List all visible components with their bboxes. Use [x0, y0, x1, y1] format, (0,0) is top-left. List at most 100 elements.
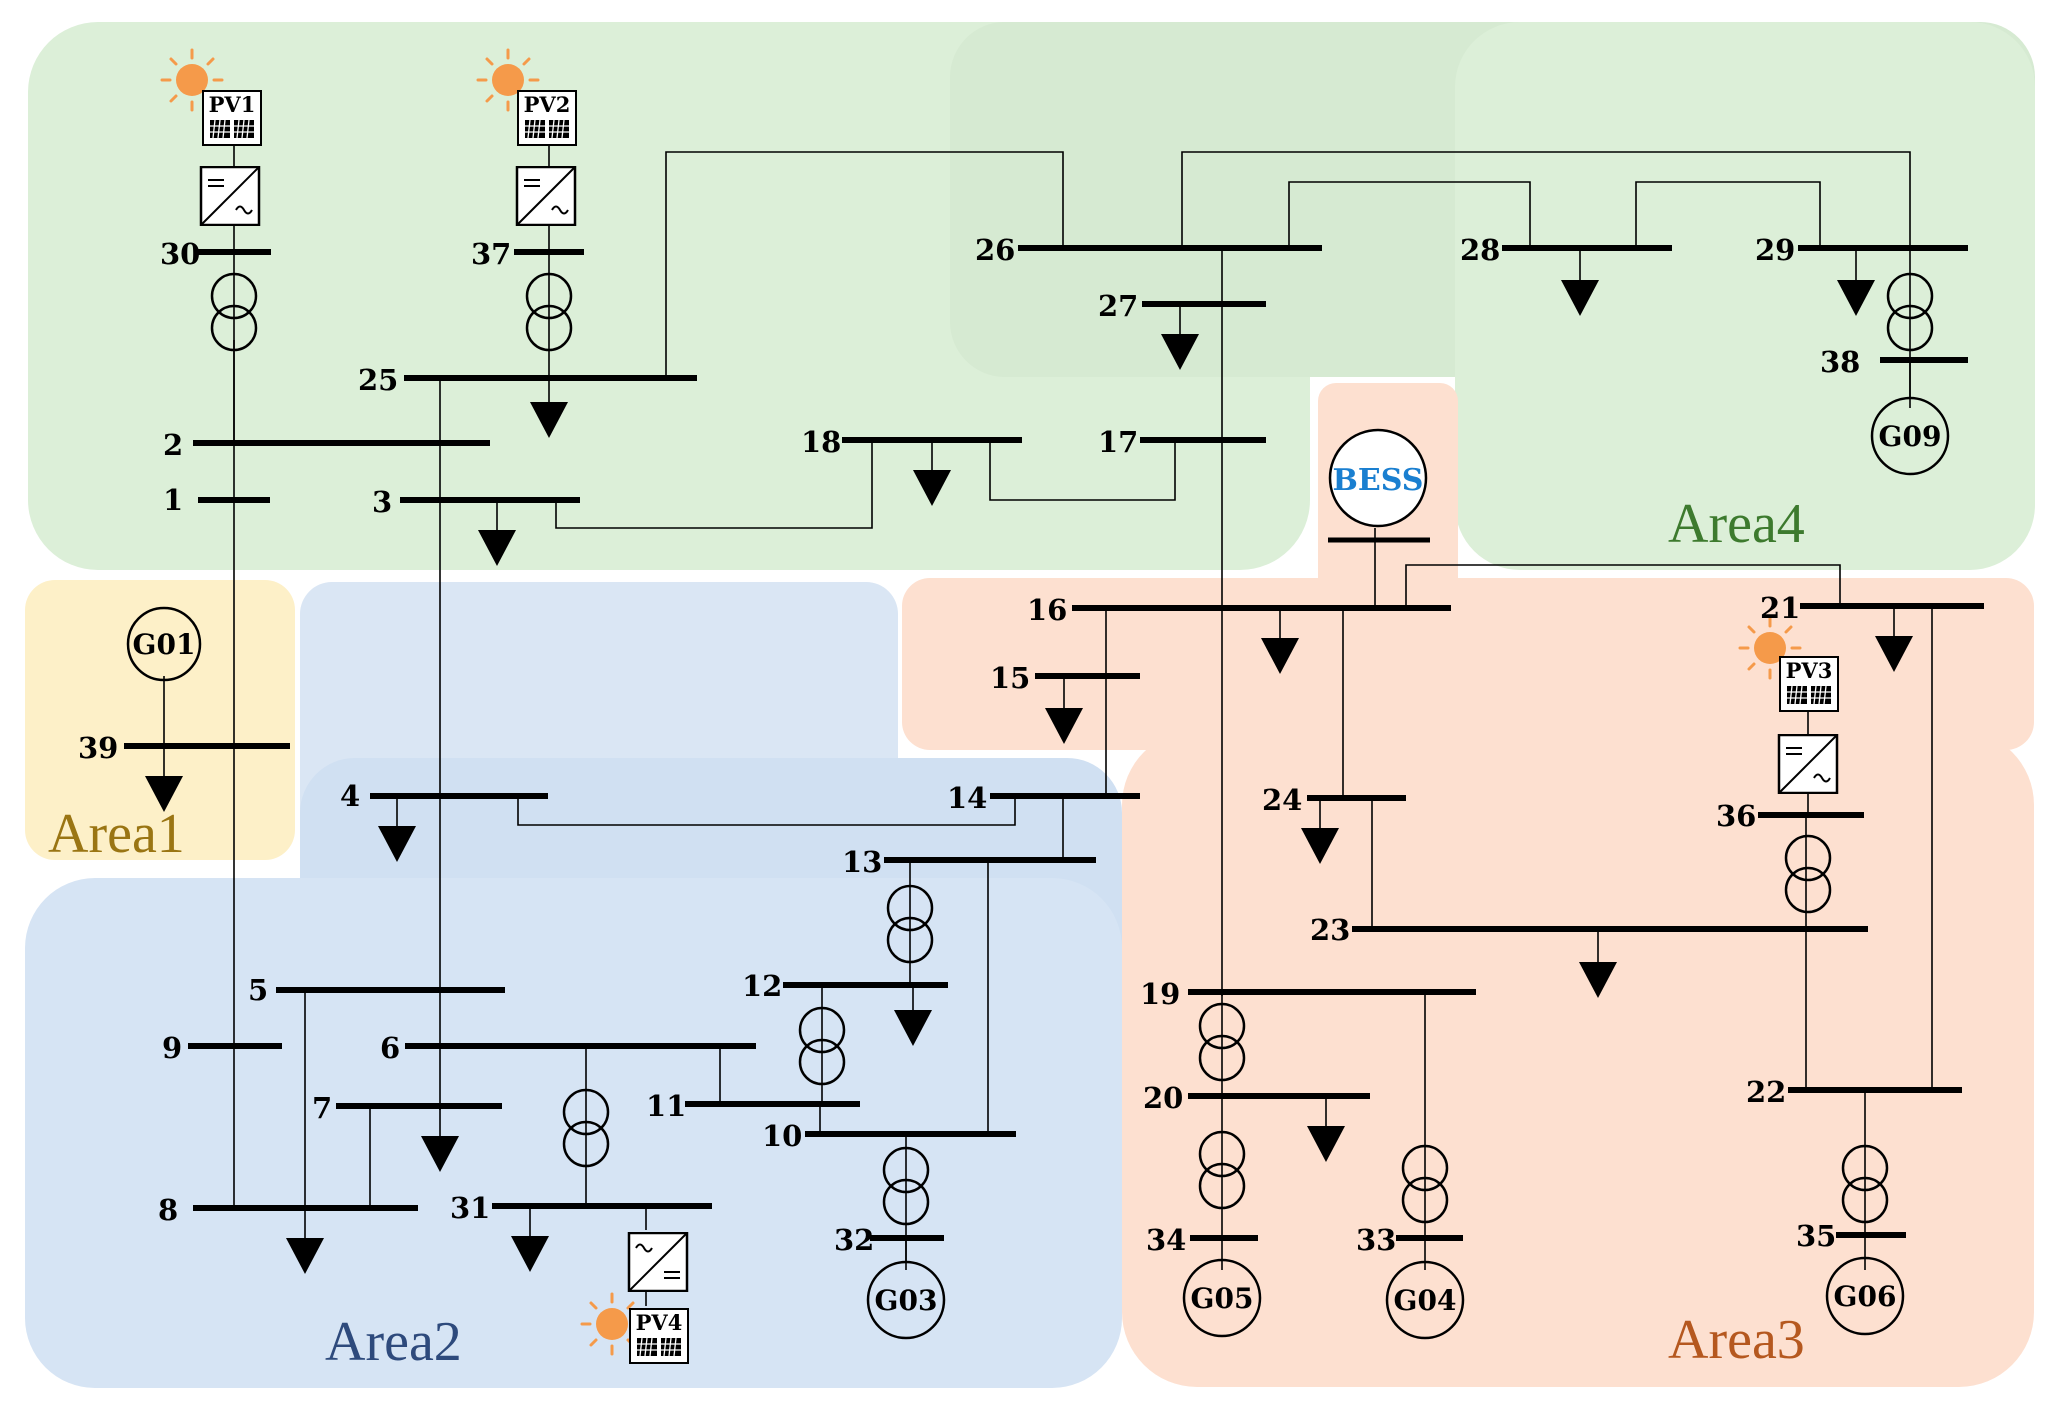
- load-icon: [530, 378, 568, 438]
- generator-label: G06: [1834, 1280, 1897, 1313]
- bus-label: 22: [1746, 1075, 1786, 1109]
- load-icon: [145, 746, 183, 812]
- bus-labels: 1 2 3 4 5 6 7 8 9 10 11 12 13 14 15 16 1…: [78, 233, 1860, 1257]
- transformer-icon: [1841, 1144, 1889, 1224]
- bus-label: 6: [380, 1031, 400, 1065]
- bus-label: 31: [450, 1191, 490, 1225]
- load-icon: [1561, 248, 1599, 316]
- bess-unit: BESS: [1328, 428, 1428, 528]
- generator-g06: G06: [1825, 1256, 1905, 1336]
- bus-label: 33: [1356, 1223, 1396, 1257]
- load-icon: [1161, 304, 1199, 370]
- transformer-icon: [798, 1006, 846, 1086]
- area-labels: Area1 Area2 Area3 Area4: [48, 493, 1805, 1373]
- busbars: [124, 245, 1984, 1241]
- bus-label: 7: [312, 1091, 332, 1125]
- area4-label: Area4: [1668, 493, 1805, 555]
- bus-label: 29: [1755, 233, 1795, 267]
- pv-label: PV4: [636, 1310, 683, 1335]
- bus-label: 20: [1143, 1081, 1183, 1115]
- load-icon: [1579, 929, 1617, 998]
- area3-label: Area3: [1668, 1309, 1805, 1371]
- pv-label: PV3: [1786, 658, 1833, 683]
- area1-region: [25, 580, 295, 860]
- area4-region: [28, 22, 2035, 570]
- transformer-icon: [886, 884, 934, 964]
- inverter-icon: [199, 166, 261, 226]
- bus-label: 9: [162, 1031, 182, 1065]
- generator-label: G09: [1879, 420, 1942, 453]
- bus-label: 10: [762, 1119, 802, 1153]
- bus-label: 1: [163, 483, 183, 517]
- transmission-lines: [163, 145, 1933, 1306]
- load-icon: [478, 500, 516, 566]
- generator-g09: G09: [1870, 360, 1950, 476]
- inverter-icon: [515, 166, 577, 226]
- load-icon: [1301, 798, 1339, 864]
- generator-label: G05: [1191, 1282, 1254, 1315]
- pv4-unit: PV4: [580, 1232, 690, 1364]
- bus-label: 11: [646, 1089, 686, 1123]
- bus-label: 14: [947, 781, 987, 815]
- load-icon: [1837, 248, 1875, 316]
- transformer-icon: [1198, 1130, 1246, 1210]
- generator-label: G04: [1394, 1284, 1457, 1317]
- loads: [145, 248, 1913, 1274]
- generator-label: G03: [875, 1284, 938, 1317]
- transformer-icon: [525, 272, 573, 352]
- bus-label: 5: [248, 973, 268, 1007]
- load-icon: [378, 796, 416, 862]
- bus-label: 27: [1098, 289, 1138, 323]
- generator-g01: G01: [126, 606, 202, 682]
- area1-label: Area1: [48, 803, 185, 865]
- load-icon: [1307, 1096, 1345, 1162]
- generator-g03: G03: [866, 1238, 946, 1340]
- bus-label: 23: [1310, 913, 1350, 947]
- transformer-icon: [1401, 1144, 1449, 1224]
- bus-label: 34: [1146, 1223, 1186, 1257]
- bus-label: 28: [1460, 233, 1500, 267]
- bus-label: 17: [1098, 425, 1138, 459]
- transformer-icon: [210, 272, 258, 352]
- bus-label: 4: [340, 779, 360, 813]
- load-icon: [421, 1106, 459, 1172]
- bus-label: 12: [742, 969, 782, 1003]
- generators: G01 G03 G04 G05 G06 G09: [126, 360, 1950, 1340]
- bus-label: 18: [801, 425, 841, 459]
- inverter-icon: [1777, 734, 1839, 794]
- inverter-icon: [627, 1232, 689, 1292]
- generator-g05: G05: [1182, 1258, 1262, 1338]
- load-icon: [894, 985, 932, 1046]
- load-icon: [1045, 676, 1083, 744]
- bus-label: 2: [163, 428, 183, 462]
- pv3-unit: PV3: [1738, 616, 1840, 794]
- generator-g04: G04: [1385, 1260, 1465, 1340]
- transformer-icon: [1198, 1002, 1246, 1082]
- bus-label: 32: [834, 1223, 874, 1257]
- transformer-icon: [562, 1088, 610, 1168]
- load-icon: [913, 440, 951, 506]
- bus-label: 26: [975, 233, 1015, 267]
- bus-label: 39: [78, 731, 118, 765]
- bus-label: 13: [842, 845, 882, 879]
- bus-label: 24: [1262, 783, 1302, 817]
- bus-label: 37: [471, 237, 511, 271]
- bus-label: 30: [160, 237, 200, 271]
- pv-label: PV2: [524, 92, 571, 117]
- pv-label: PV1: [209, 92, 256, 117]
- area2-label: Area2: [325, 1311, 462, 1373]
- bus-label: 16: [1027, 593, 1067, 627]
- load-icon: [1261, 608, 1299, 674]
- bus-label: 8: [158, 1193, 178, 1227]
- load-icon: [1875, 606, 1913, 672]
- bus-label: 21: [1760, 591, 1800, 625]
- pv1-unit: PV1: [160, 48, 263, 226]
- pv2-unit: PV2: [476, 48, 578, 226]
- transformers: [210, 272, 1934, 1226]
- transformer-icon: [1886, 272, 1934, 352]
- bus-label: 35: [1796, 1219, 1836, 1253]
- bus-label: 25: [358, 363, 398, 397]
- bus-label: 3: [372, 485, 392, 519]
- bus-label: 38: [1820, 345, 1860, 379]
